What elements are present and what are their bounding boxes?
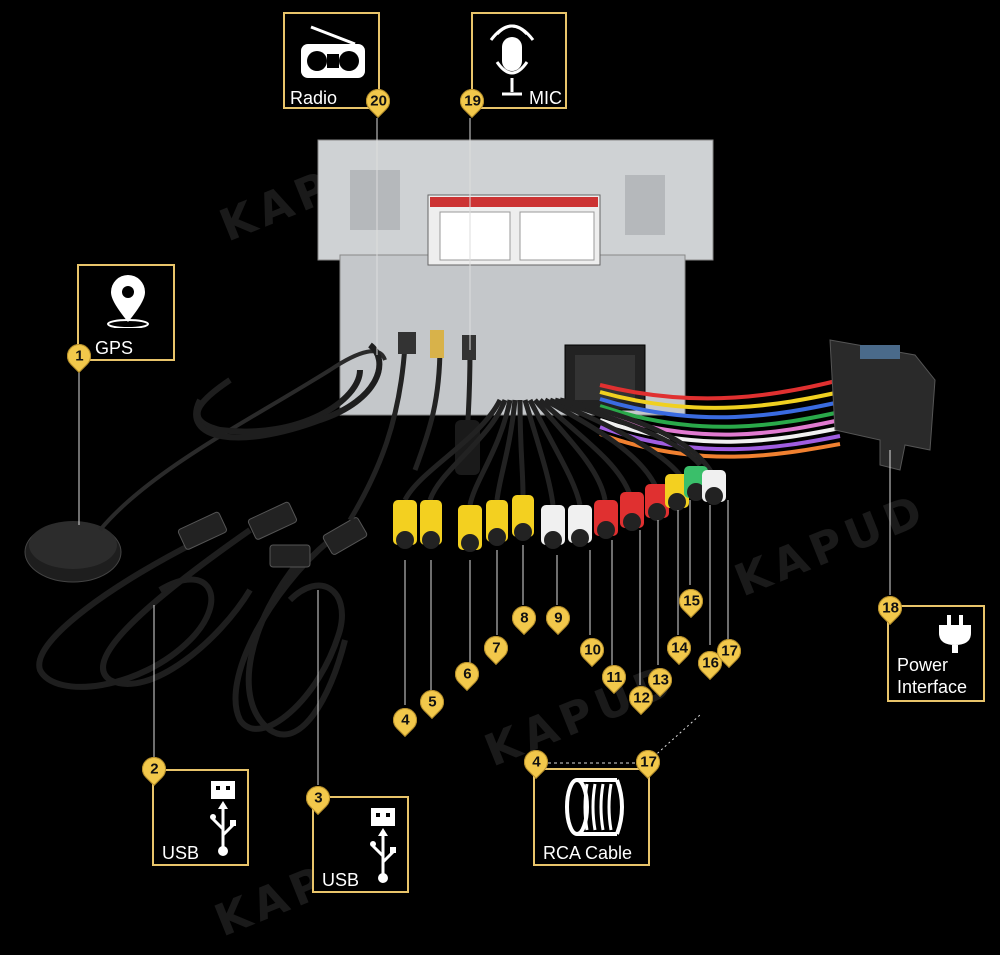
- cable-reel-icon: [565, 778, 624, 836]
- rca-cable-label: RCA Cable: [543, 843, 633, 863]
- usb-plugs: [177, 501, 368, 568]
- usb-icon: [370, 808, 396, 883]
- usb-card-2: USB: [312, 796, 409, 893]
- rca-plug-10: [568, 505, 592, 547]
- usb-label-2: USB: [322, 870, 360, 890]
- rca-plug-4: [393, 500, 417, 549]
- rca-plug-8: [512, 495, 534, 541]
- usb-card-1: USB: [152, 769, 249, 866]
- gps-label: GPS: [95, 338, 134, 358]
- gps-card: GPS: [77, 264, 175, 361]
- rca-plug-12: [620, 492, 644, 531]
- power-plug-icon: [939, 615, 971, 653]
- mic-card: MIC: [471, 12, 567, 109]
- rca-plug-6: [458, 505, 482, 552]
- radio-icon: [301, 25, 365, 78]
- radio-label: Radio: [290, 88, 338, 108]
- rca-plug-11: [594, 500, 618, 539]
- rca-connectors: [393, 466, 726, 552]
- gps-antenna: [24, 349, 387, 583]
- radio-card: Radio: [283, 12, 380, 109]
- power-label-line1: Power: [897, 655, 949, 675]
- power-label-line2: Interface: [897, 677, 968, 697]
- rca-plug-9: [541, 505, 565, 549]
- rca-harness-wires: [402, 397, 718, 506]
- iso-harness-wires: [599, 378, 841, 459]
- power-interface-card: Power Interface: [887, 605, 985, 702]
- rca-plug-7: [486, 500, 508, 546]
- rca-plug-13: [645, 484, 669, 521]
- usb-label-1: USB: [162, 843, 200, 863]
- rca-plug-16: [702, 470, 726, 505]
- mic-label: MIC: [529, 88, 562, 108]
- usb-icon: [210, 781, 236, 856]
- map-pin-icon: [107, 275, 149, 328]
- rca-plug-14: [665, 474, 689, 511]
- rca-plug-5: [420, 500, 442, 549]
- leader-lines: [78, 118, 891, 785]
- usb-cable-loops: [36, 342, 383, 738]
- power-connector-block: [829, 339, 936, 471]
- rca-cable-card: RCA Cable: [533, 768, 650, 866]
- microphone-icon: [489, 24, 535, 96]
